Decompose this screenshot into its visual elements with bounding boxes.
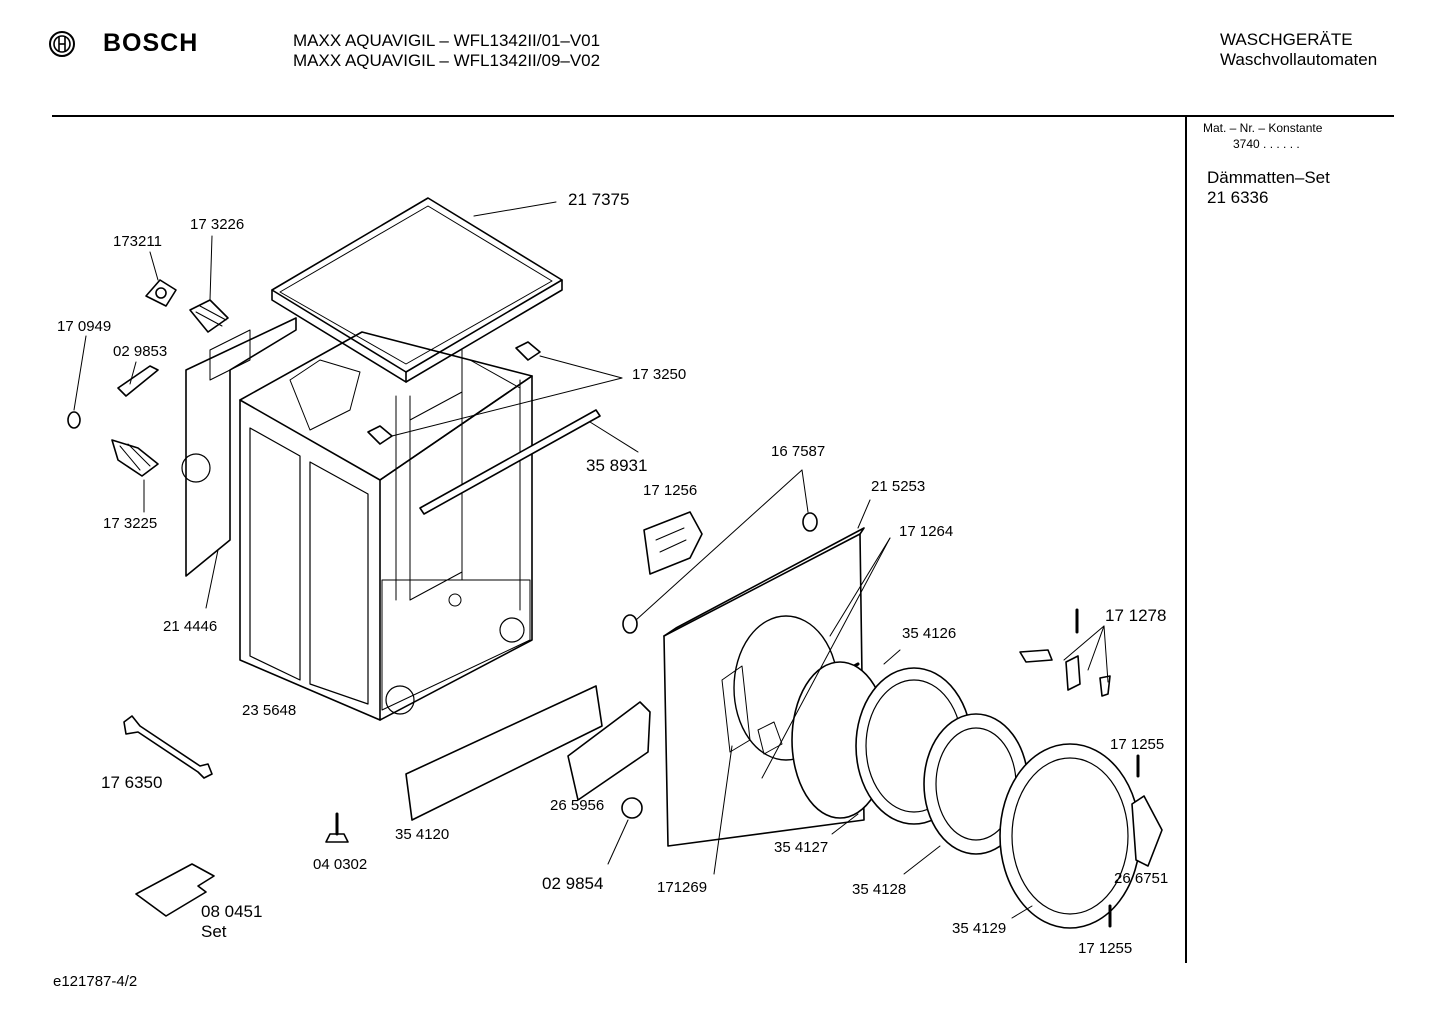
part-label-176350: 17 6350 xyxy=(101,773,163,792)
clip-173250-b xyxy=(367,425,393,445)
part-label-080451: 08 0451 xyxy=(201,902,263,921)
detergent-drawer-265956 xyxy=(567,701,651,801)
rear-panel xyxy=(181,317,297,577)
part-label-266751: 26 6751 xyxy=(1114,870,1169,887)
bosch-logo-icon xyxy=(48,30,76,58)
part-label-358931: 35 8931 xyxy=(586,456,648,475)
mat-nr-title: Mat. – Nr. – Konstante xyxy=(1203,121,1323,135)
part-label-215253: 21 5253 xyxy=(871,478,926,495)
exploded-view-drawing xyxy=(67,197,1163,929)
part-label-040302: 04 0302 xyxy=(313,856,368,873)
part-label-170949: 17 0949 xyxy=(57,318,112,335)
knob-029854 xyxy=(621,797,643,819)
part-label-354120: 35 4120 xyxy=(395,826,450,843)
document-code: e121787-4/2 xyxy=(53,973,138,990)
part-label-171255-b: 17 1255 xyxy=(1078,940,1133,957)
foot-screw-040302 xyxy=(325,812,349,843)
part-label-029853: 02 9853 xyxy=(113,343,168,360)
spanner-176350 xyxy=(123,715,213,779)
part-label-171264: 17 1264 xyxy=(899,523,954,540)
bracket-029853 xyxy=(117,365,159,397)
door-ring-354129 xyxy=(999,743,1141,929)
part-label-171269: 171269 xyxy=(657,879,708,896)
insulation-set-label: Dämmatten–Set xyxy=(1207,168,1330,187)
part-label-214446: 21 4446 xyxy=(163,618,218,635)
part-label-354126: 35 4126 xyxy=(902,625,957,642)
part-label-173250: 17 3250 xyxy=(632,366,687,383)
category-title: WASCHGERÄTE xyxy=(1220,30,1353,49)
part-label-265956: 26 5956 xyxy=(550,797,605,814)
header-divider xyxy=(52,115,1394,117)
cross-strut xyxy=(419,409,601,515)
leader-lines xyxy=(73,201,1109,919)
brand-name: BOSCH xyxy=(103,29,199,57)
control-panel-354120 xyxy=(405,685,603,821)
part-label-354129: 35 4129 xyxy=(952,920,1007,937)
cabinet xyxy=(239,331,533,721)
part-label-217375: 21 7375 xyxy=(568,190,630,209)
model-line-2: MAXX AQUAVIGIL – WFL1342II/09–V02 xyxy=(293,51,601,70)
door-lock-171256 xyxy=(643,511,703,575)
part-label-set: Set xyxy=(201,922,227,941)
hose-connector-173211 xyxy=(145,279,177,307)
catch-171278-a xyxy=(1019,649,1053,663)
catch-171278-b xyxy=(1065,655,1081,691)
part-label-171256: 17 1256 xyxy=(643,482,698,499)
part-label-354128: 35 4128 xyxy=(852,881,907,898)
clip-173250-a xyxy=(515,341,541,361)
top-lid xyxy=(271,197,563,383)
valve-173225 xyxy=(111,439,159,477)
part-label-167587: 16 7587 xyxy=(771,443,826,460)
clip-170949 xyxy=(67,411,81,429)
clip-167587-a xyxy=(802,512,818,532)
part-label-029854: 02 9854 xyxy=(542,874,604,893)
part-label-171278: 17 1278 xyxy=(1105,606,1167,625)
insulation-set-part: 21 6336 xyxy=(1207,188,1269,207)
catch-171278-c xyxy=(1099,675,1111,697)
mat-nr-value: 3740 . . . . . . xyxy=(1233,137,1300,151)
valve-173226 xyxy=(189,299,229,333)
part-label-173211: 173211 xyxy=(113,233,162,250)
hinge-266751 xyxy=(1131,795,1163,867)
part-label-173226: 17 3226 xyxy=(190,216,245,233)
part-label-354127: 35 4127 xyxy=(774,839,829,856)
part-label-173225: 17 3225 xyxy=(103,515,158,532)
side-panel-divider xyxy=(1185,117,1187,963)
transport-plate-080451 xyxy=(135,863,215,917)
clip-167587-b xyxy=(622,614,638,634)
model-line-1: MAXX AQUAVIGIL – WFL1342II/01–V01 xyxy=(293,31,601,50)
part-label-171255-a: 17 1255 xyxy=(1110,736,1165,753)
subcategory-title: Waschvollautomaten xyxy=(1220,50,1378,69)
part-label-235648: 23 5648 xyxy=(242,702,297,719)
